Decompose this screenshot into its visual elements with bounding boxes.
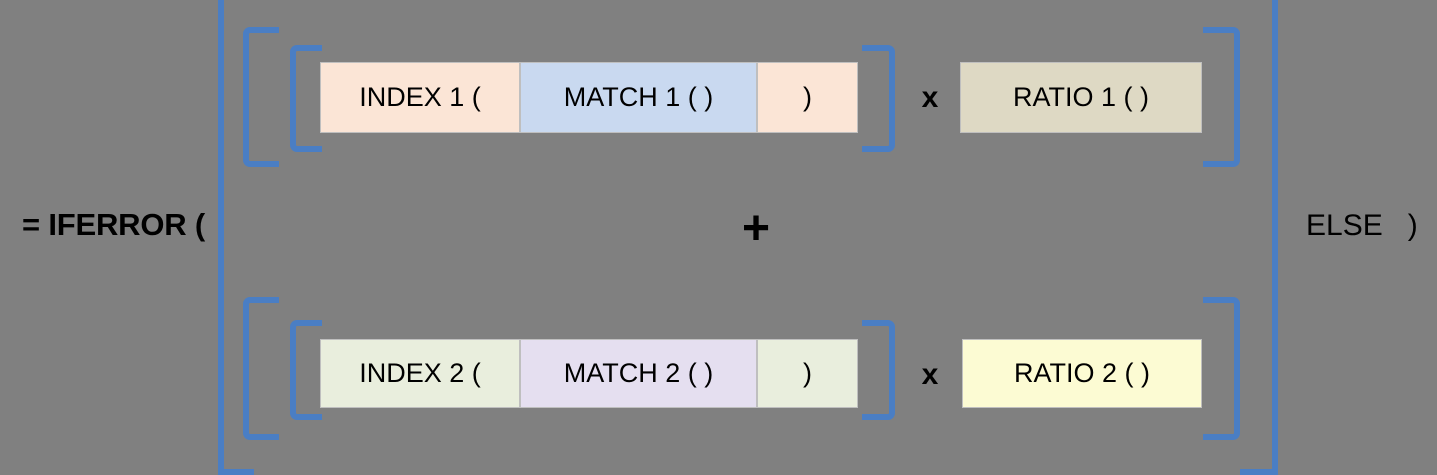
box-match-2[interactable]: MATCH 2 ( ) bbox=[520, 339, 757, 408]
multiply-operator-row-2: x bbox=[921, 358, 939, 391]
box-ratio-1[interactable]: RATIO 1 ( ) bbox=[960, 62, 1202, 133]
row2-middle-bracket-left bbox=[243, 297, 279, 440]
row2-middle-bracket-right bbox=[1203, 297, 1240, 440]
box-ratio-2[interactable]: RATIO 2 ( ) bbox=[962, 339, 1202, 408]
row2-inner-bracket-left bbox=[290, 320, 322, 420]
outer-bracket-right bbox=[1240, 0, 1278, 475]
row2-inner-bracket-right bbox=[862, 320, 895, 420]
row1-middle-bracket-right bbox=[1203, 27, 1240, 167]
plus-operator: + bbox=[741, 202, 771, 255]
multiply-operator-row-1: x bbox=[921, 81, 939, 114]
box-index-2[interactable]: INDEX 2 ( bbox=[320, 339, 520, 408]
row1-middle-bracket-left bbox=[243, 27, 279, 167]
else-suffix-label: ELSE ) bbox=[1306, 209, 1418, 242]
row1-inner-bracket-left bbox=[290, 45, 322, 152]
box-close-paren-2[interactable]: ) bbox=[757, 339, 858, 408]
box-close-paren-1[interactable]: ) bbox=[757, 62, 858, 133]
iferror-prefix-label: = IFERROR ( bbox=[22, 207, 205, 242]
row1-inner-bracket-right bbox=[862, 45, 895, 152]
box-index-1[interactable]: INDEX 1 ( bbox=[320, 62, 520, 133]
formula-diagram-canvas: = IFERROR ( ELSE ) INDEX 1 ( MATCH 1 ( )… bbox=[22, 0, 1418, 475]
box-match-1[interactable]: MATCH 1 ( ) bbox=[520, 62, 757, 133]
